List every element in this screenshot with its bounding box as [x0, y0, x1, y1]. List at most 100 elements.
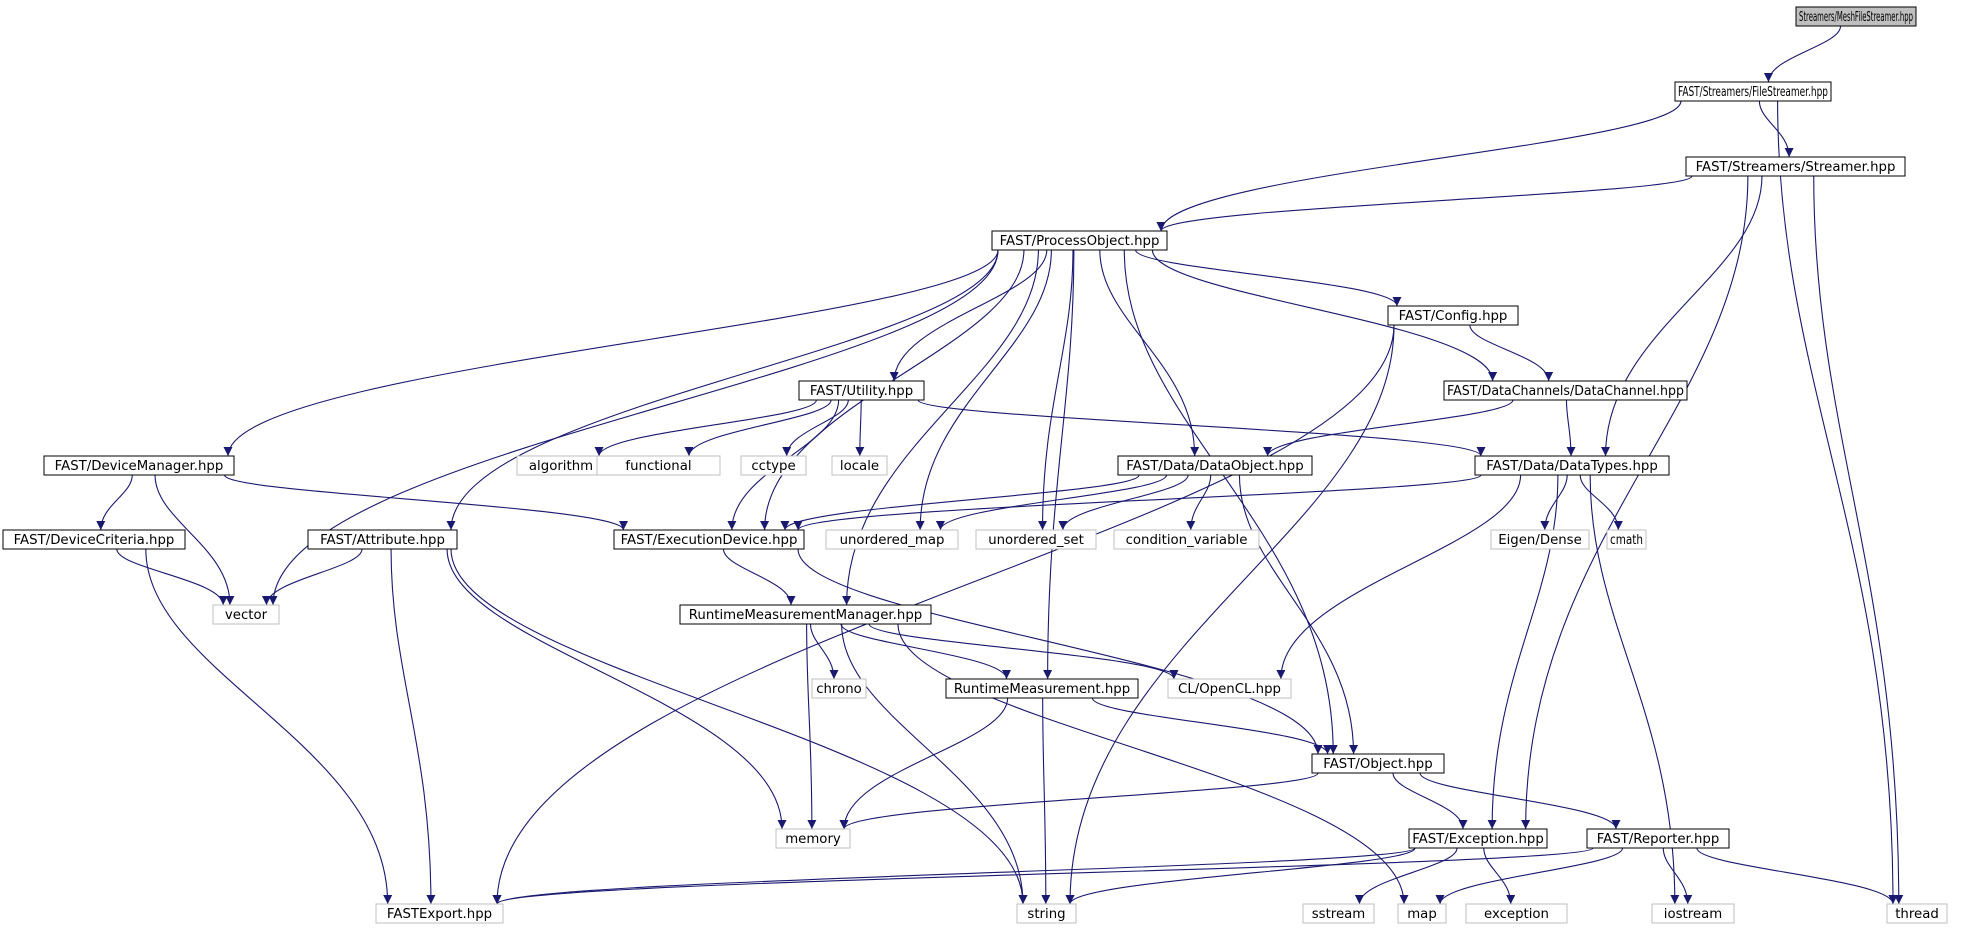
node-label-cmath: cmath — [1610, 533, 1643, 548]
edge-datatypes-to-eigendense — [1540, 474, 1568, 531]
node-rtm[interactable]: RuntimeMeasurement.hpp — [945, 678, 1139, 699]
node-root[interactable]: Streamers/MeshFileStreamer.hpp — [1795, 6, 1917, 27]
edge-processobject-to-executiondevice — [760, 249, 1025, 531]
edge-datachannel-to-dataobject — [1263, 399, 1514, 457]
edge-object-to-memory — [839, 772, 1319, 830]
node-label-rtm: RuntimeMeasurement.hpp — [954, 682, 1130, 697]
node-box-executiondevice — [613, 529, 805, 550]
node-label-devicemanager: FAST/DeviceManager.hpp — [55, 459, 224, 474]
node-label-opencl: CL/OpenCL.hpp — [1178, 682, 1281, 697]
node-algorithm: algorithm — [516, 455, 606, 476]
edge-streamer-to-datatypes — [1601, 175, 1763, 457]
node-box-exception — [1465, 903, 1568, 924]
node-box-devicemanager — [43, 455, 235, 476]
node-label-root: Streamers/MeshFileStreamer.hpp — [1799, 10, 1913, 25]
edge-utility-to-cctype — [782, 399, 849, 457]
edge-dataobject-to-unordered_set — [1058, 474, 1189, 531]
node-attribute[interactable]: FAST/Attribute.hpp — [307, 529, 458, 550]
node-box-attribute — [307, 529, 458, 550]
edge-processobject-to-unordered_map — [915, 249, 1052, 531]
node-box-map — [1397, 903, 1447, 924]
edge-dataobject-to-condition_variable — [1186, 474, 1212, 531]
edge-rtm-to-string — [1041, 697, 1051, 905]
edge-rtmmanager-to-opencl — [868, 623, 1179, 680]
node-object[interactable]: FAST/Object.hpp — [1311, 753, 1445, 774]
node-devicecriteria[interactable]: FAST/DeviceCriteria.hpp — [2, 529, 186, 550]
edge-datatypes-to-cmath — [1579, 474, 1623, 531]
node-unordered_set: unordered_set — [975, 529, 1097, 550]
edge-processobject-to-rtm — [1043, 249, 1075, 680]
node-label-exception_hpp: FAST/Exception.hpp — [1412, 832, 1544, 847]
node-box-vector — [212, 604, 280, 625]
edge-layer — [96, 25, 1904, 905]
node-datatypes[interactable]: FAST/Data/DataTypes.hpp — [1474, 455, 1670, 476]
node-box-dataobject — [1117, 455, 1313, 476]
node-utility[interactable]: FAST/Utility.hpp — [798, 380, 925, 401]
edge-dataobject-to-object — [1238, 474, 1359, 755]
node-box-memory — [775, 828, 851, 849]
node-label-thread: thread — [1895, 907, 1939, 922]
edge-filestreamer-to-processobject — [1156, 100, 1682, 232]
node-label-object: FAST/Object.hpp — [1323, 757, 1432, 772]
node-processobject[interactable]: FAST/ProcessObject.hpp — [991, 230, 1168, 251]
node-box-eigendense — [1490, 529, 1590, 550]
node-config[interactable]: FAST/Config.hpp — [1387, 305, 1519, 326]
node-locale: locale — [831, 455, 888, 476]
node-executiondevice[interactable]: FAST/ExecutionDevice.hpp — [613, 529, 805, 550]
edge-attribute-to-string — [450, 548, 1028, 905]
edge-devicemanager-to-devicecriteria — [96, 474, 133, 531]
edge-processobject-to-rtmmanager — [842, 249, 1039, 606]
node-box-streamer — [1685, 156, 1906, 177]
edge-processobject-to-vector — [268, 249, 999, 606]
node-chrono: chrono — [811, 678, 867, 699]
node-box-processobject — [991, 230, 1168, 251]
edge-exception_hpp-to-fastexport — [492, 847, 1416, 905]
edge-devicecriteria-to-vector — [116, 548, 228, 606]
node-string: string — [1016, 903, 1077, 924]
edge-processobject-to-object — [1123, 249, 1338, 755]
node-datachannel[interactable]: FAST/DataChannels/DataChannel.hpp — [1443, 380, 1688, 401]
node-eigendense: Eigen/Dense — [1490, 529, 1590, 550]
node-label-streamer: FAST/Streamers/Streamer.hpp — [1696, 160, 1896, 175]
node-box-datachannel — [1443, 380, 1688, 401]
node-rtmmanager[interactable]: RuntimeMeasurementManager.hpp — [679, 604, 932, 625]
node-box-rtmmanager — [679, 604, 932, 625]
edge-attribute-to-memory — [446, 548, 787, 830]
edge-rtmmanager-to-chrono — [809, 623, 839, 680]
edge-config-to-datachannel — [1469, 324, 1554, 382]
node-box-exception_hpp — [1408, 828, 1548, 849]
node-exception_hpp[interactable]: FAST/Exception.hpp — [1408, 828, 1548, 849]
edge-object-to-exception_hpp — [1392, 772, 1468, 830]
node-label-functional: functional — [625, 459, 691, 474]
edge-processobject-to-attribute — [446, 249, 999, 531]
edge-executiondevice-to-rtmmanager — [722, 548, 796, 606]
edge-streamer-to-thread — [1813, 175, 1904, 905]
node-label-executiondevice: FAST/ExecutionDevice.hpp — [621, 533, 798, 548]
edge-devicemanager-to-vector — [154, 474, 235, 606]
node-reporter[interactable]: FAST/Reporter.hpp — [1586, 828, 1730, 849]
node-label-cctype: cctype — [751, 459, 795, 474]
node-devicemanager[interactable]: FAST/DeviceManager.hpp — [43, 455, 235, 476]
node-streamer[interactable]: FAST/Streamers/Streamer.hpp — [1685, 156, 1906, 177]
node-label-iostream: iostream — [1664, 907, 1722, 922]
node-cmath: cmath — [1606, 529, 1647, 550]
edge-processobject-to-unordered_set — [1038, 249, 1074, 531]
node-functional: functional — [596, 455, 721, 476]
node-filestreamer[interactable]: FAST/Streamers/FileStreamer.hpp — [1674, 81, 1832, 102]
edge-datatypes-to-executiondevice — [793, 474, 1482, 531]
node-label-chrono: chrono — [816, 682, 862, 697]
node-box-root — [1795, 6, 1917, 27]
edge-root-to-filestreamer — [1763, 25, 1842, 83]
node-box-object — [1311, 753, 1445, 774]
node-label-datachannel: FAST/DataChannels/DataChannel.hpp — [1447, 384, 1684, 399]
edge-attribute-to-fastexport — [390, 548, 436, 905]
node-dataobject[interactable]: FAST/Data/DataObject.hpp — [1117, 455, 1313, 476]
node-box-locale — [831, 455, 888, 476]
edge-rtm-to-object — [1091, 697, 1333, 755]
edge-rtmmanager-to-rtm — [840, 623, 1011, 680]
node-label-config: FAST/Config.hpp — [1399, 309, 1508, 324]
node-label-eigendense: Eigen/Dense — [1498, 533, 1582, 548]
node-label-unordered_set: unordered_set — [988, 533, 1084, 548]
node-label-condition_variable: condition_variable — [1126, 533, 1248, 548]
node-box-filestreamer — [1674, 81, 1832, 102]
